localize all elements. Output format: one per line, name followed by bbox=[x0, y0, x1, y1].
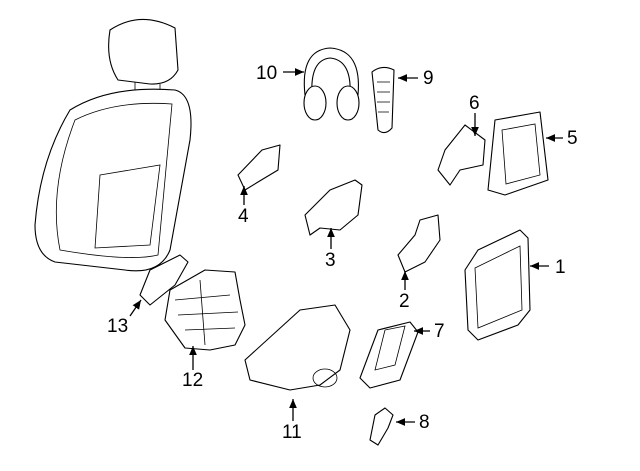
headphones-drawing bbox=[303, 47, 360, 121]
seat-back-cover-drawing bbox=[244, 304, 351, 391]
frame-drawing bbox=[487, 111, 549, 196]
callout-5: 5 bbox=[567, 128, 578, 149]
callout-7: 7 bbox=[434, 321, 445, 342]
control-module-drawing bbox=[359, 321, 419, 389]
support-bracket-drawing bbox=[139, 254, 189, 306]
remote-drawing bbox=[371, 66, 395, 134]
callout-9: 9 bbox=[423, 68, 434, 89]
monitor-drawing bbox=[464, 229, 531, 341]
connector-drawing bbox=[369, 407, 394, 446]
leader-arrows bbox=[129, 68, 563, 426]
housing-drawing bbox=[164, 269, 246, 351]
callout-1: 1 bbox=[555, 257, 566, 278]
mount-bracket-drawing bbox=[304, 179, 363, 236]
callout-3: 3 bbox=[325, 250, 336, 271]
callout-2: 2 bbox=[399, 291, 410, 312]
callout-4: 4 bbox=[238, 206, 249, 227]
clip-drawing bbox=[237, 144, 281, 191]
cover-drawing bbox=[437, 124, 486, 186]
callout-8: 8 bbox=[419, 412, 430, 433]
seat-back-drawing bbox=[34, 18, 192, 272]
callout-12: 12 bbox=[182, 370, 204, 391]
bracket-drawing bbox=[397, 214, 441, 273]
callout-11: 11 bbox=[282, 422, 302, 443]
callout-6: 6 bbox=[469, 93, 480, 114]
callout-13: 13 bbox=[107, 316, 129, 337]
callout-10: 10 bbox=[256, 63, 278, 84]
